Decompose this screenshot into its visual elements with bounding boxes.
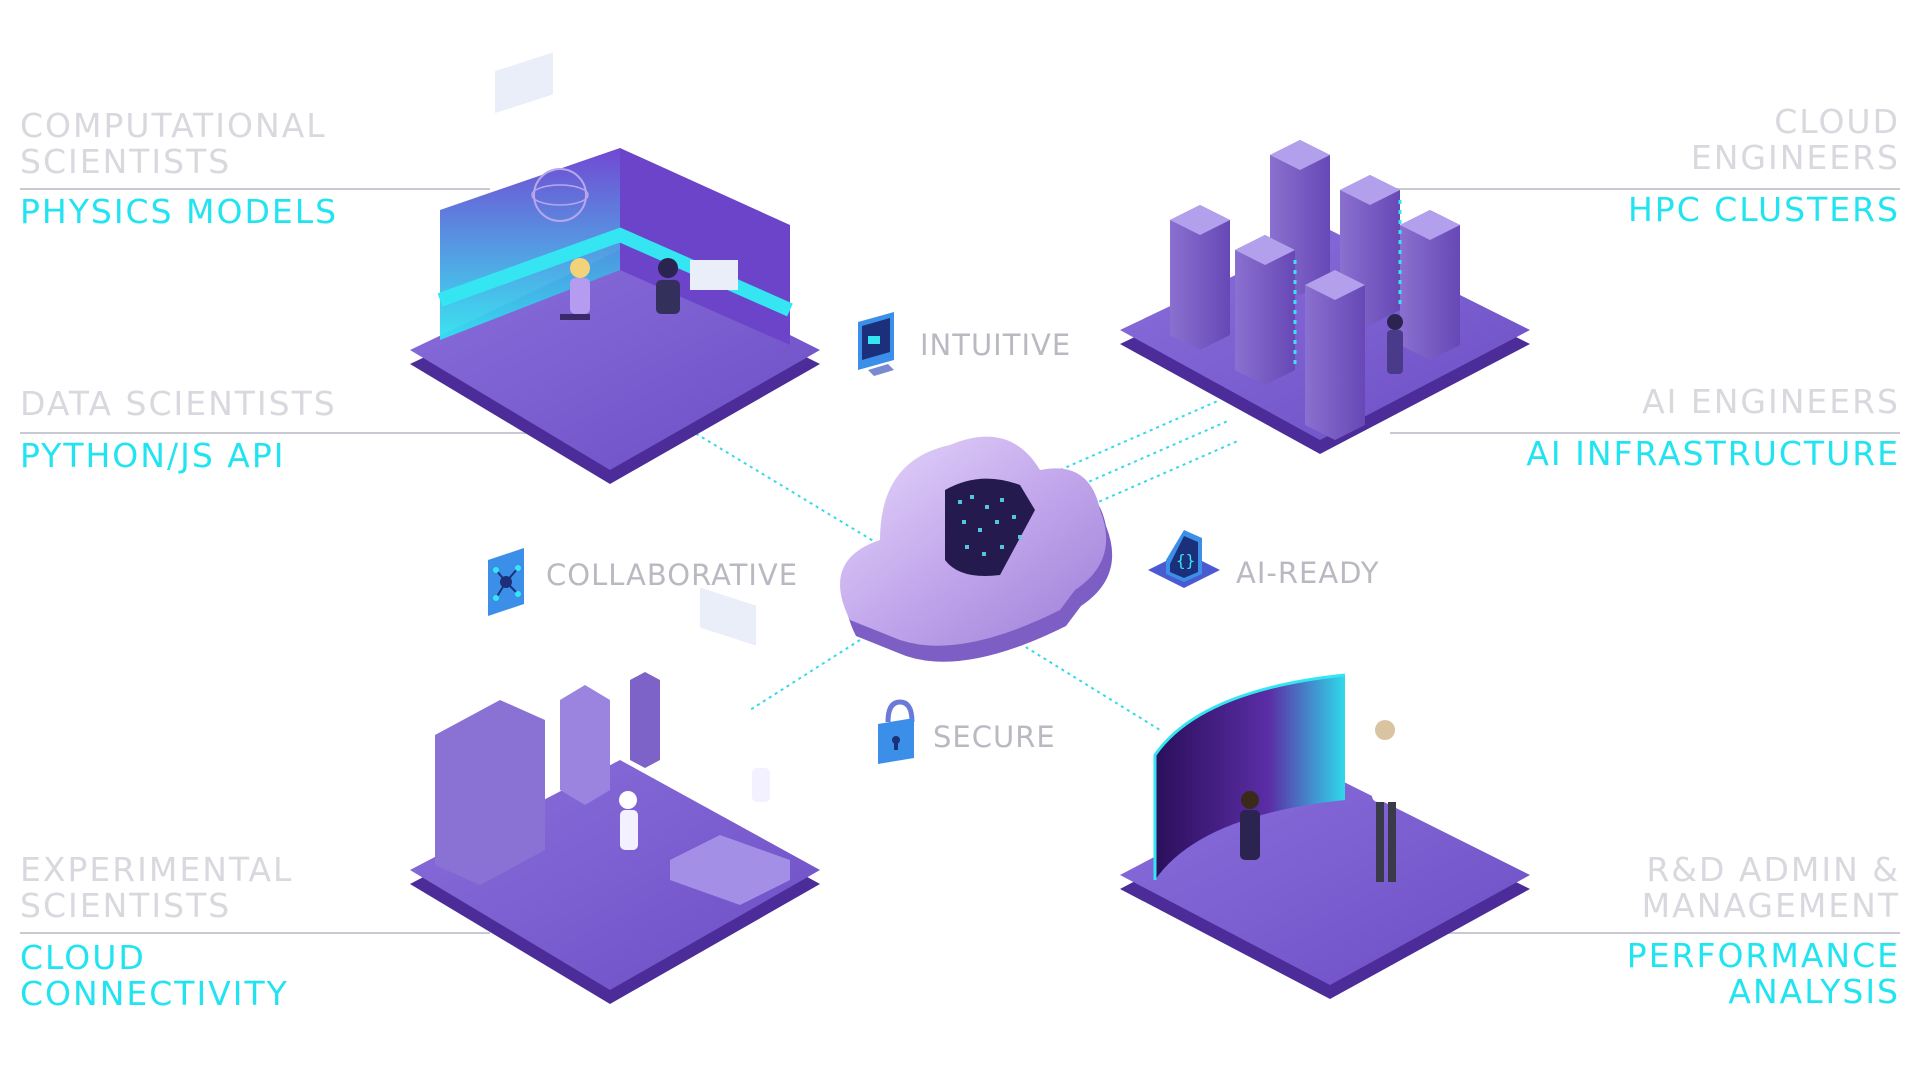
offering-hpc-clusters: HPC CLUSTERS bbox=[1627, 190, 1900, 229]
feature-collaborative: COLLABORATIVE bbox=[546, 558, 799, 592]
offering-line: PERFORMANCE bbox=[1626, 936, 1900, 975]
server-tower bbox=[1235, 235, 1295, 385]
network-icon bbox=[488, 548, 524, 616]
role-line: SCIENTISTS bbox=[20, 886, 232, 925]
offering-line: ANALYSIS bbox=[1728, 972, 1900, 1011]
offering-ai-infrastructure: AI INFRASTRUCTURE bbox=[1526, 434, 1900, 473]
cloud-data-dots bbox=[958, 495, 1022, 556]
platform-experimental-lab bbox=[410, 672, 820, 1004]
role-experimental-scientists: EXPERIMENTAL SCIENTISTS bbox=[20, 852, 293, 924]
rule-bottom-right bbox=[1440, 932, 1900, 934]
rule-top-left bbox=[20, 188, 490, 190]
platform-hpc-racks bbox=[1120, 140, 1530, 454]
feature-intuitive: INTUITIVE bbox=[920, 328, 1072, 362]
role-rd-admin-management: R&D ADMIN & MANAGEMENT bbox=[1642, 852, 1900, 924]
role-line: ENGINEERS bbox=[1690, 138, 1900, 177]
connector-top-right-1 bbox=[1059, 399, 1221, 471]
chip-glyph: {} bbox=[1176, 551, 1195, 570]
role-cloud-engineers: CLOUD ENGINEERS bbox=[1691, 104, 1900, 176]
server-tower bbox=[1170, 205, 1230, 350]
server-tower bbox=[1400, 210, 1460, 360]
platform-physics-lab bbox=[410, 52, 820, 646]
role-line: SCIENTISTS bbox=[20, 142, 232, 181]
rule-bottom-left bbox=[20, 932, 490, 934]
role-data-scientists: DATA SCIENTISTS bbox=[20, 384, 337, 423]
offering-physics-models: PHYSICS MODELS bbox=[20, 192, 339, 231]
role-line: EXPERIMENTAL bbox=[20, 850, 294, 889]
connector-lines bbox=[689, 399, 1241, 731]
role-ai-engineers: AI ENGINEERS bbox=[1642, 382, 1900, 421]
rule-mid-right bbox=[1390, 432, 1900, 434]
connector-top-right-2 bbox=[1069, 419, 1231, 491]
offering-performance-analysis: PERFORMANCE ANALYSIS bbox=[1627, 938, 1900, 1010]
connector-bottom-right bbox=[989, 624, 1161, 731]
chip-icon: {} bbox=[1148, 530, 1220, 588]
server-tower bbox=[1305, 270, 1365, 440]
offering-line: CLOUD bbox=[20, 938, 146, 977]
role-line: CLOUD bbox=[1774, 102, 1900, 141]
feature-secure: SECURE bbox=[933, 720, 1056, 754]
padlock-icon bbox=[878, 699, 915, 764]
offering-cloud-connectivity: CLOUD CONNECTIVITY bbox=[20, 940, 289, 1012]
connector-top-left bbox=[689, 429, 881, 546]
cloud-icon bbox=[840, 436, 1113, 662]
role-computational-scientists: COMPUTATIONAL SCIENTISTS bbox=[20, 108, 327, 180]
connector-bottom-left bbox=[749, 639, 861, 711]
platform-performance-analysis bbox=[1120, 673, 1530, 999]
connector-top-right-3 bbox=[1079, 439, 1241, 511]
feature-ai-ready: AI-READY bbox=[1236, 556, 1380, 590]
monitor-icon bbox=[858, 312, 894, 376]
rule-mid-left bbox=[20, 432, 540, 434]
role-line: R&D ADMIN & bbox=[1646, 850, 1900, 889]
role-line: COMPUTATIONAL bbox=[20, 106, 327, 145]
role-line: MANAGEMENT bbox=[1641, 886, 1900, 925]
offering-python-js-api: PYTHON/JS API bbox=[20, 436, 286, 475]
offering-line: CONNECTIVITY bbox=[20, 974, 289, 1013]
curved-display bbox=[1155, 675, 1345, 880]
rule-top-right bbox=[1390, 188, 1900, 190]
